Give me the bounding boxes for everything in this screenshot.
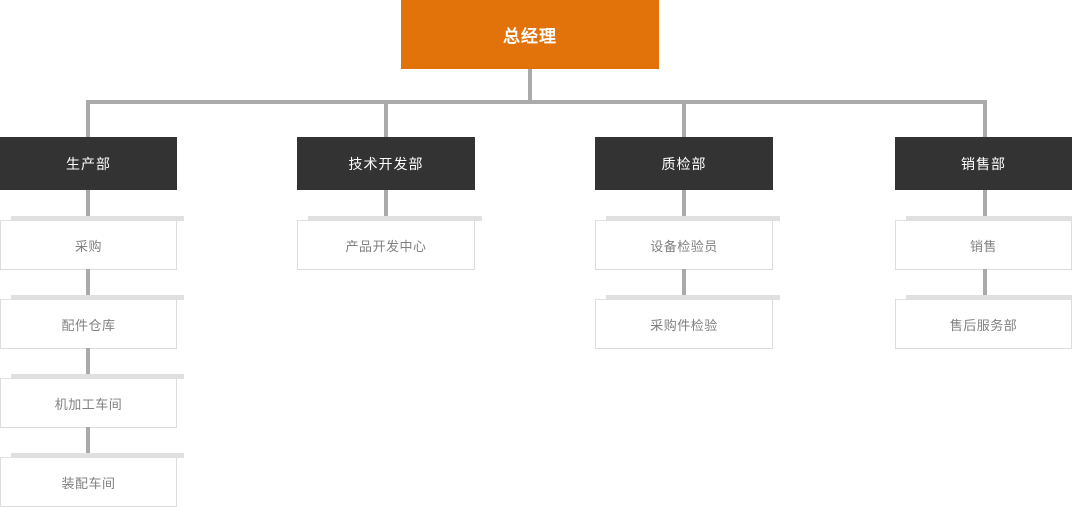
node-child-equipment-inspector[interactable]: 设备检验员 xyxy=(595,216,780,270)
node-child-assembly-workshop-label: 装配车间 xyxy=(61,475,116,491)
connector-bus-to-dept-1 xyxy=(86,100,90,140)
connector-child2-to-child3-col1 xyxy=(86,348,90,379)
node-child-after-sales-service[interactable]: 售后服务部 xyxy=(895,295,1072,349)
node-child-machining-workshop[interactable]: 机加工车间 xyxy=(0,374,184,428)
node-child-purchased-parts-inspection-label: 采购件检验 xyxy=(650,317,718,333)
connector-child1-to-child2-col4 xyxy=(983,269,987,300)
connector-dept1-to-child1 xyxy=(86,190,90,221)
node-dept-technology-development[interactable]: 技术开发部 xyxy=(297,137,475,190)
node-child-purchased-parts-inspection[interactable]: 采购件检验 xyxy=(595,295,780,349)
connector-bus-to-dept-3 xyxy=(682,100,686,140)
node-dept-quality-inspection[interactable]: 质检部 xyxy=(595,137,773,190)
node-child-parts-warehouse[interactable]: 配件仓库 xyxy=(0,295,184,349)
connector-bus-to-dept-4 xyxy=(983,100,987,140)
node-child-equipment-inspector-label: 设备检验员 xyxy=(650,238,718,254)
node-dept-sales[interactable]: 销售部 xyxy=(895,137,1072,190)
node-child-sales-label: 销售 xyxy=(969,238,997,254)
connector-root-stem xyxy=(528,69,532,102)
connector-child1-to-child2-col3 xyxy=(682,269,686,300)
node-dept-production-label: 生产部 xyxy=(66,155,111,172)
node-dept-technology-development-label: 技术开发部 xyxy=(348,155,424,172)
connector-dept2-to-child1 xyxy=(384,190,388,221)
node-child-parts-warehouse-label: 配件仓库 xyxy=(61,317,116,333)
connector-dept3-to-child1 xyxy=(682,190,686,221)
node-child-product-development-center-label: 产品开发中心 xyxy=(345,238,427,254)
connector-horizontal-bus xyxy=(86,100,987,104)
node-dept-production[interactable]: 生产部 xyxy=(0,137,177,190)
node-child-procurement[interactable]: 采购 xyxy=(0,216,184,270)
connector-bus-to-dept-2 xyxy=(384,100,388,140)
connector-child3-to-child4-col1 xyxy=(86,427,90,458)
node-root-general-manager[interactable]: 总经理 xyxy=(401,0,659,69)
node-dept-quality-inspection-label: 质检部 xyxy=(661,155,707,172)
connector-dept4-to-child1 xyxy=(983,190,987,221)
node-child-sales[interactable]: 销售 xyxy=(895,216,1072,270)
node-child-product-development-center[interactable]: 产品开发中心 xyxy=(297,216,482,270)
connector-child1-to-child2-col1 xyxy=(86,269,90,300)
node-child-machining-workshop-label: 机加工车间 xyxy=(54,396,123,412)
node-dept-sales-label: 销售部 xyxy=(961,155,1006,172)
node-child-after-sales-service-label: 售后服务部 xyxy=(949,317,1018,333)
node-root-label: 总经理 xyxy=(503,27,557,46)
node-child-procurement-label: 采购 xyxy=(74,238,102,254)
node-child-assembly-workshop[interactable]: 装配车间 xyxy=(0,453,184,507)
